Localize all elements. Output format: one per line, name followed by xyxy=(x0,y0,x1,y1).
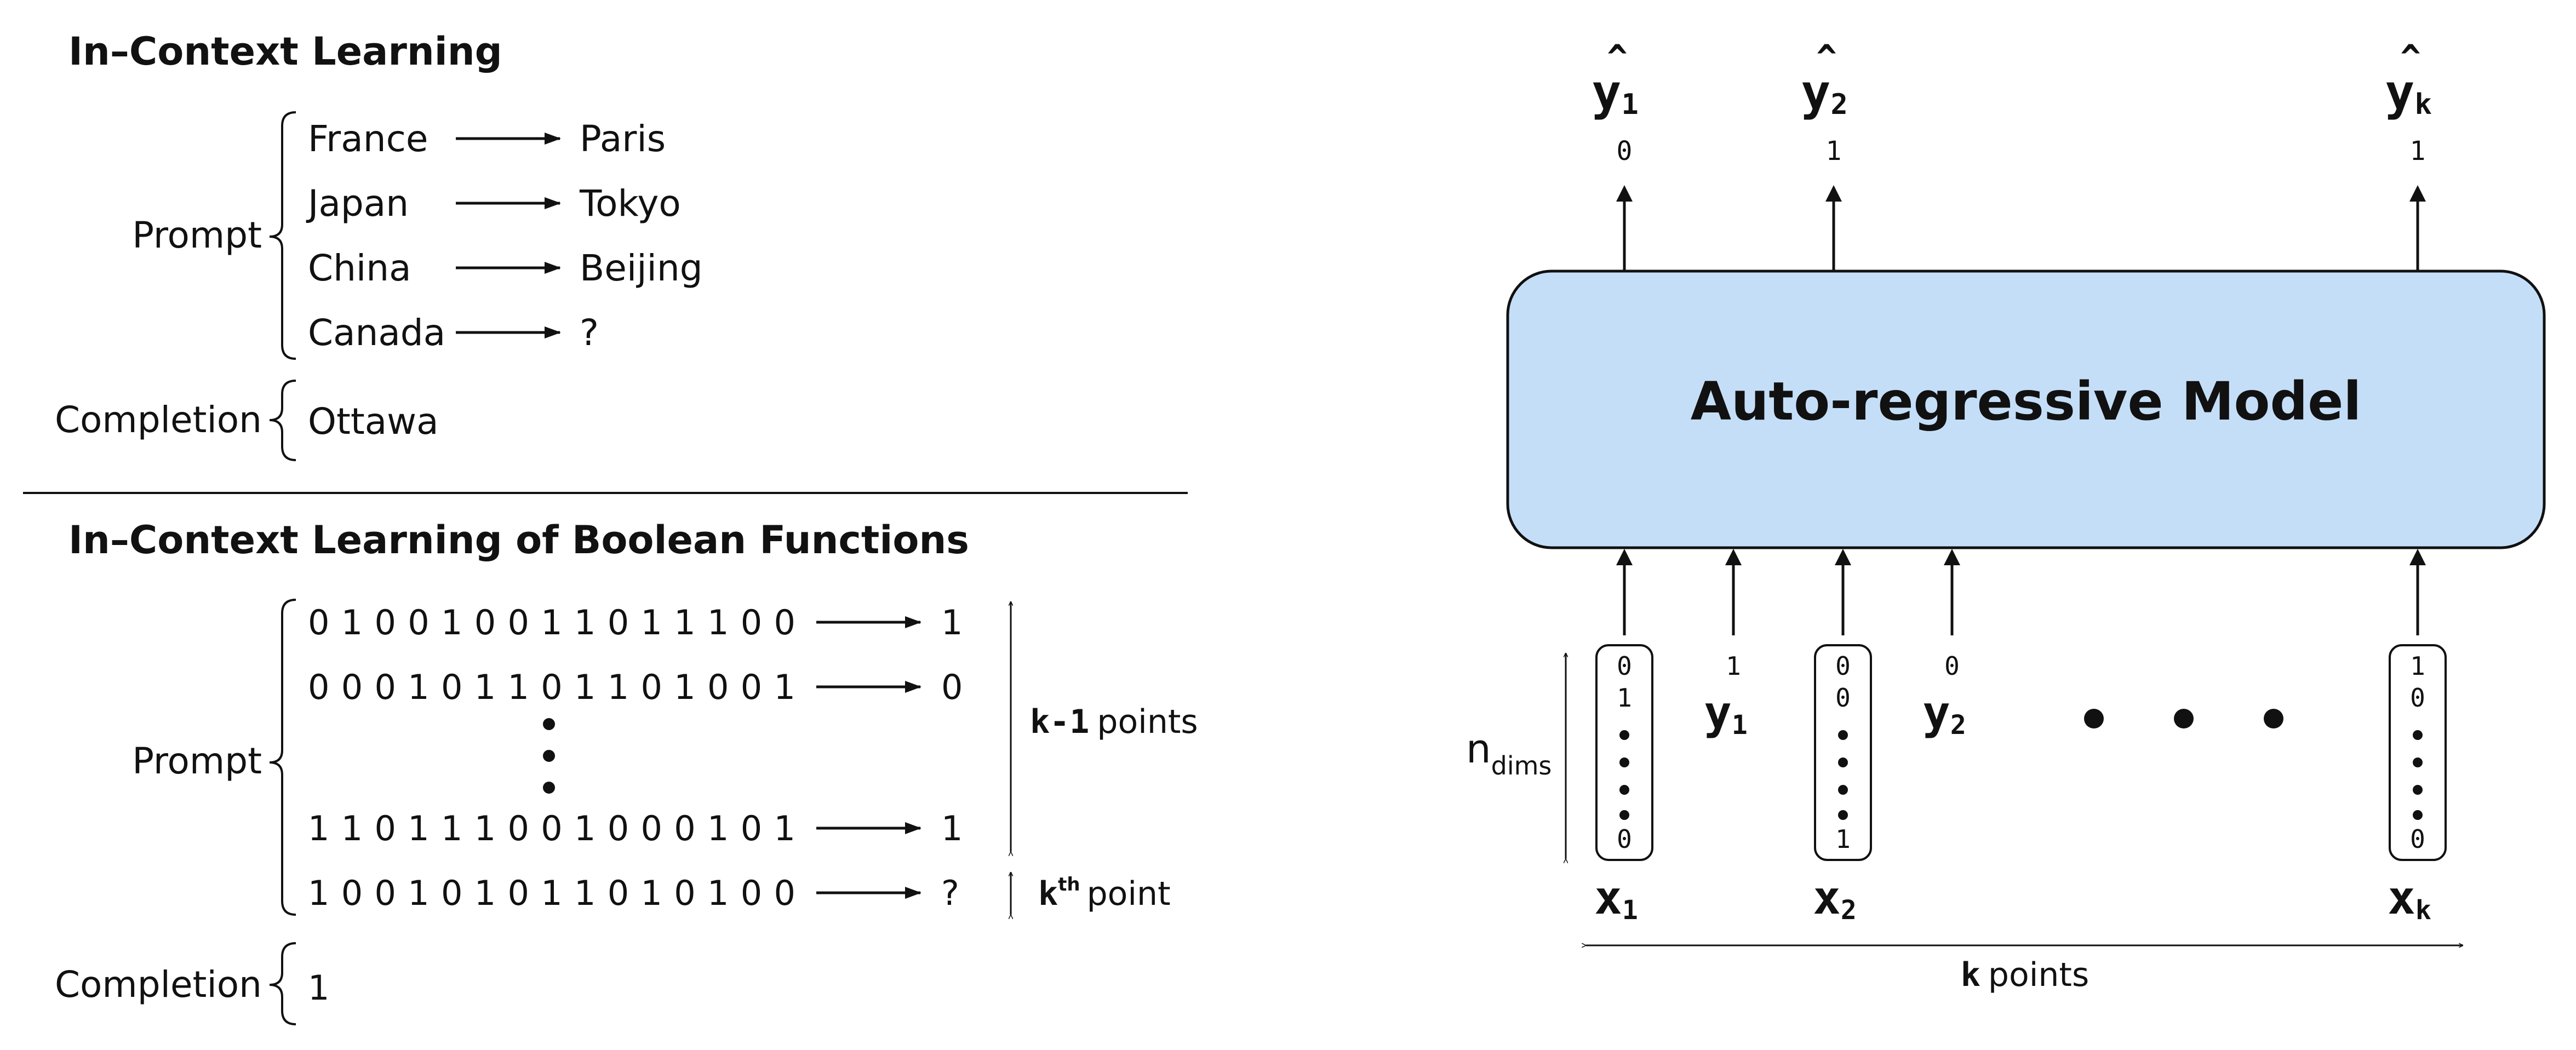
x-label: xk xyxy=(2388,871,2431,926)
ndims-label: ndims xyxy=(1466,726,1552,781)
icl-completion-label: Completion xyxy=(55,399,262,441)
y-input-label: y2 xyxy=(1922,686,1966,741)
bool-row-input: 1 1 0 1 1 1 0 0 1 0 0 0 1 0 1 xyxy=(308,808,795,848)
output-value: 0 xyxy=(1617,136,1633,167)
x-vector: 0 1 0 xyxy=(1595,644,1653,861)
x-label: x2 xyxy=(1813,871,1856,926)
x-vector: 1 0 0 xyxy=(2389,644,2447,861)
input-arrowhead xyxy=(1835,549,1851,565)
model-diagram: Auto-regressive Model 0 1 1 ^ y1 ^ y2 ^ … xyxy=(1466,37,2546,994)
bool-completion-label: Completion xyxy=(55,963,262,1006)
svg-text:0: 0 xyxy=(2410,824,2425,854)
svg-text:yk: yk xyxy=(2385,64,2432,122)
icl-row-input: Canada xyxy=(308,312,445,354)
output-symbol-y2hat: ^ y2 xyxy=(1801,37,1848,122)
bool-prompt-label: Prompt xyxy=(132,740,262,782)
svg-text:1: 1 xyxy=(1617,683,1632,713)
icl-row-input: France xyxy=(308,118,428,160)
bool-row-output: 1 xyxy=(941,603,963,642)
svg-text:y1: y1 xyxy=(1592,64,1639,122)
bool-row: 0 0 0 1 0 1 1 0 1 1 0 1 0 0 1 0 xyxy=(308,667,963,707)
svg-text:0: 0 xyxy=(1835,651,1851,681)
output-arrowhead xyxy=(2409,185,2426,202)
bool-row: 0 1 0 0 1 0 0 1 1 0 1 1 1 0 0 1 xyxy=(308,603,963,642)
svg-text:0: 0 xyxy=(1617,651,1632,681)
bool-row-input: 1 0 0 1 0 1 0 1 1 0 1 0 1 0 0 xyxy=(308,873,795,913)
bool-completion-value: 1 xyxy=(308,968,329,1008)
icl-row-output: Tokyo xyxy=(579,182,681,225)
icl-completion-brace xyxy=(269,380,296,461)
icl-row: Japan Tokyo xyxy=(306,182,681,225)
output-symbol-y1hat: ^ y1 xyxy=(1592,37,1639,122)
output-symbol-ykhat: ^ yk xyxy=(2385,37,2432,122)
bool-ellipsis xyxy=(543,718,555,794)
icl-row-input: China xyxy=(308,247,411,289)
y-input-value: 0 xyxy=(1944,651,1960,681)
icl-title: In–Context Learning xyxy=(68,29,502,74)
svg-text:0: 0 xyxy=(1617,824,1632,854)
input-arrowhead xyxy=(1616,549,1633,565)
bool-row-output: 1 xyxy=(941,808,963,848)
icl-prompt-brace xyxy=(269,111,296,360)
input-arrowhead xyxy=(1944,549,1960,565)
bool-completion-brace xyxy=(269,942,296,1025)
icl-section: In–Context Learning Prompt France Paris … xyxy=(55,29,703,461)
svg-text:^: ^ xyxy=(2400,37,2420,77)
output-arrowhead xyxy=(1825,185,1842,202)
horizontal-ellipsis xyxy=(2084,709,2283,728)
bool-section: In–Context Learning of Boolean Functions… xyxy=(55,518,1198,1025)
icl-row-output: Paris xyxy=(580,118,666,160)
svg-text:0: 0 xyxy=(2410,683,2425,713)
icl-row-input: Japan xyxy=(306,182,409,225)
bool-row-output: 0 xyxy=(941,667,963,707)
output-value: 1 xyxy=(1826,136,1842,167)
y-input-value: 1 xyxy=(1726,651,1741,681)
icl-row: France Paris xyxy=(308,118,666,160)
bool-row-output: ? xyxy=(941,873,959,913)
model-box-label: Auto-regressive Model xyxy=(1691,371,2361,432)
icl-prompt-label: Prompt xyxy=(132,214,262,256)
svg-text:0: 0 xyxy=(1835,683,1851,713)
svg-text:1: 1 xyxy=(2410,651,2425,681)
icl-row-output: Beijing xyxy=(580,247,703,289)
icl-row: China Beijing xyxy=(308,247,703,289)
bool-row: 1 1 0 1 1 1 0 0 1 0 0 0 1 0 1 1 xyxy=(308,808,963,848)
bool-row-input: 0 0 0 1 0 1 1 0 1 1 0 1 0 0 1 xyxy=(308,667,795,707)
output-value: 1 xyxy=(2410,136,2426,167)
icl-row-output: ? xyxy=(580,312,599,354)
svg-text:1: 1 xyxy=(1835,824,1851,854)
svg-text:y2: y2 xyxy=(1801,64,1848,122)
bool-row: 1 0 0 1 0 1 0 1 1 0 1 0 1 0 0 ? xyxy=(308,873,959,913)
output-arrowhead xyxy=(1616,185,1633,202)
input-arrowhead xyxy=(1725,549,1742,565)
input-arrowhead xyxy=(2409,549,2426,565)
icl-completion-value: Ottawa xyxy=(308,400,439,443)
svg-text:^: ^ xyxy=(1607,37,1627,77)
svg-text:^: ^ xyxy=(1816,37,1836,77)
bool-row-input: 0 1 0 0 1 0 0 1 1 0 1 1 1 0 0 xyxy=(308,603,795,642)
bool-title: In–Context Learning of Boolean Functions xyxy=(68,518,969,563)
x-label: x1 xyxy=(1594,871,1638,926)
y-input-label: y1 xyxy=(1704,686,1747,741)
icl-row: Canada ? xyxy=(308,312,599,354)
x-vector: 0 0 1 xyxy=(1814,644,1872,861)
model-box xyxy=(1506,269,2546,549)
bool-prompt-brace xyxy=(269,599,296,916)
